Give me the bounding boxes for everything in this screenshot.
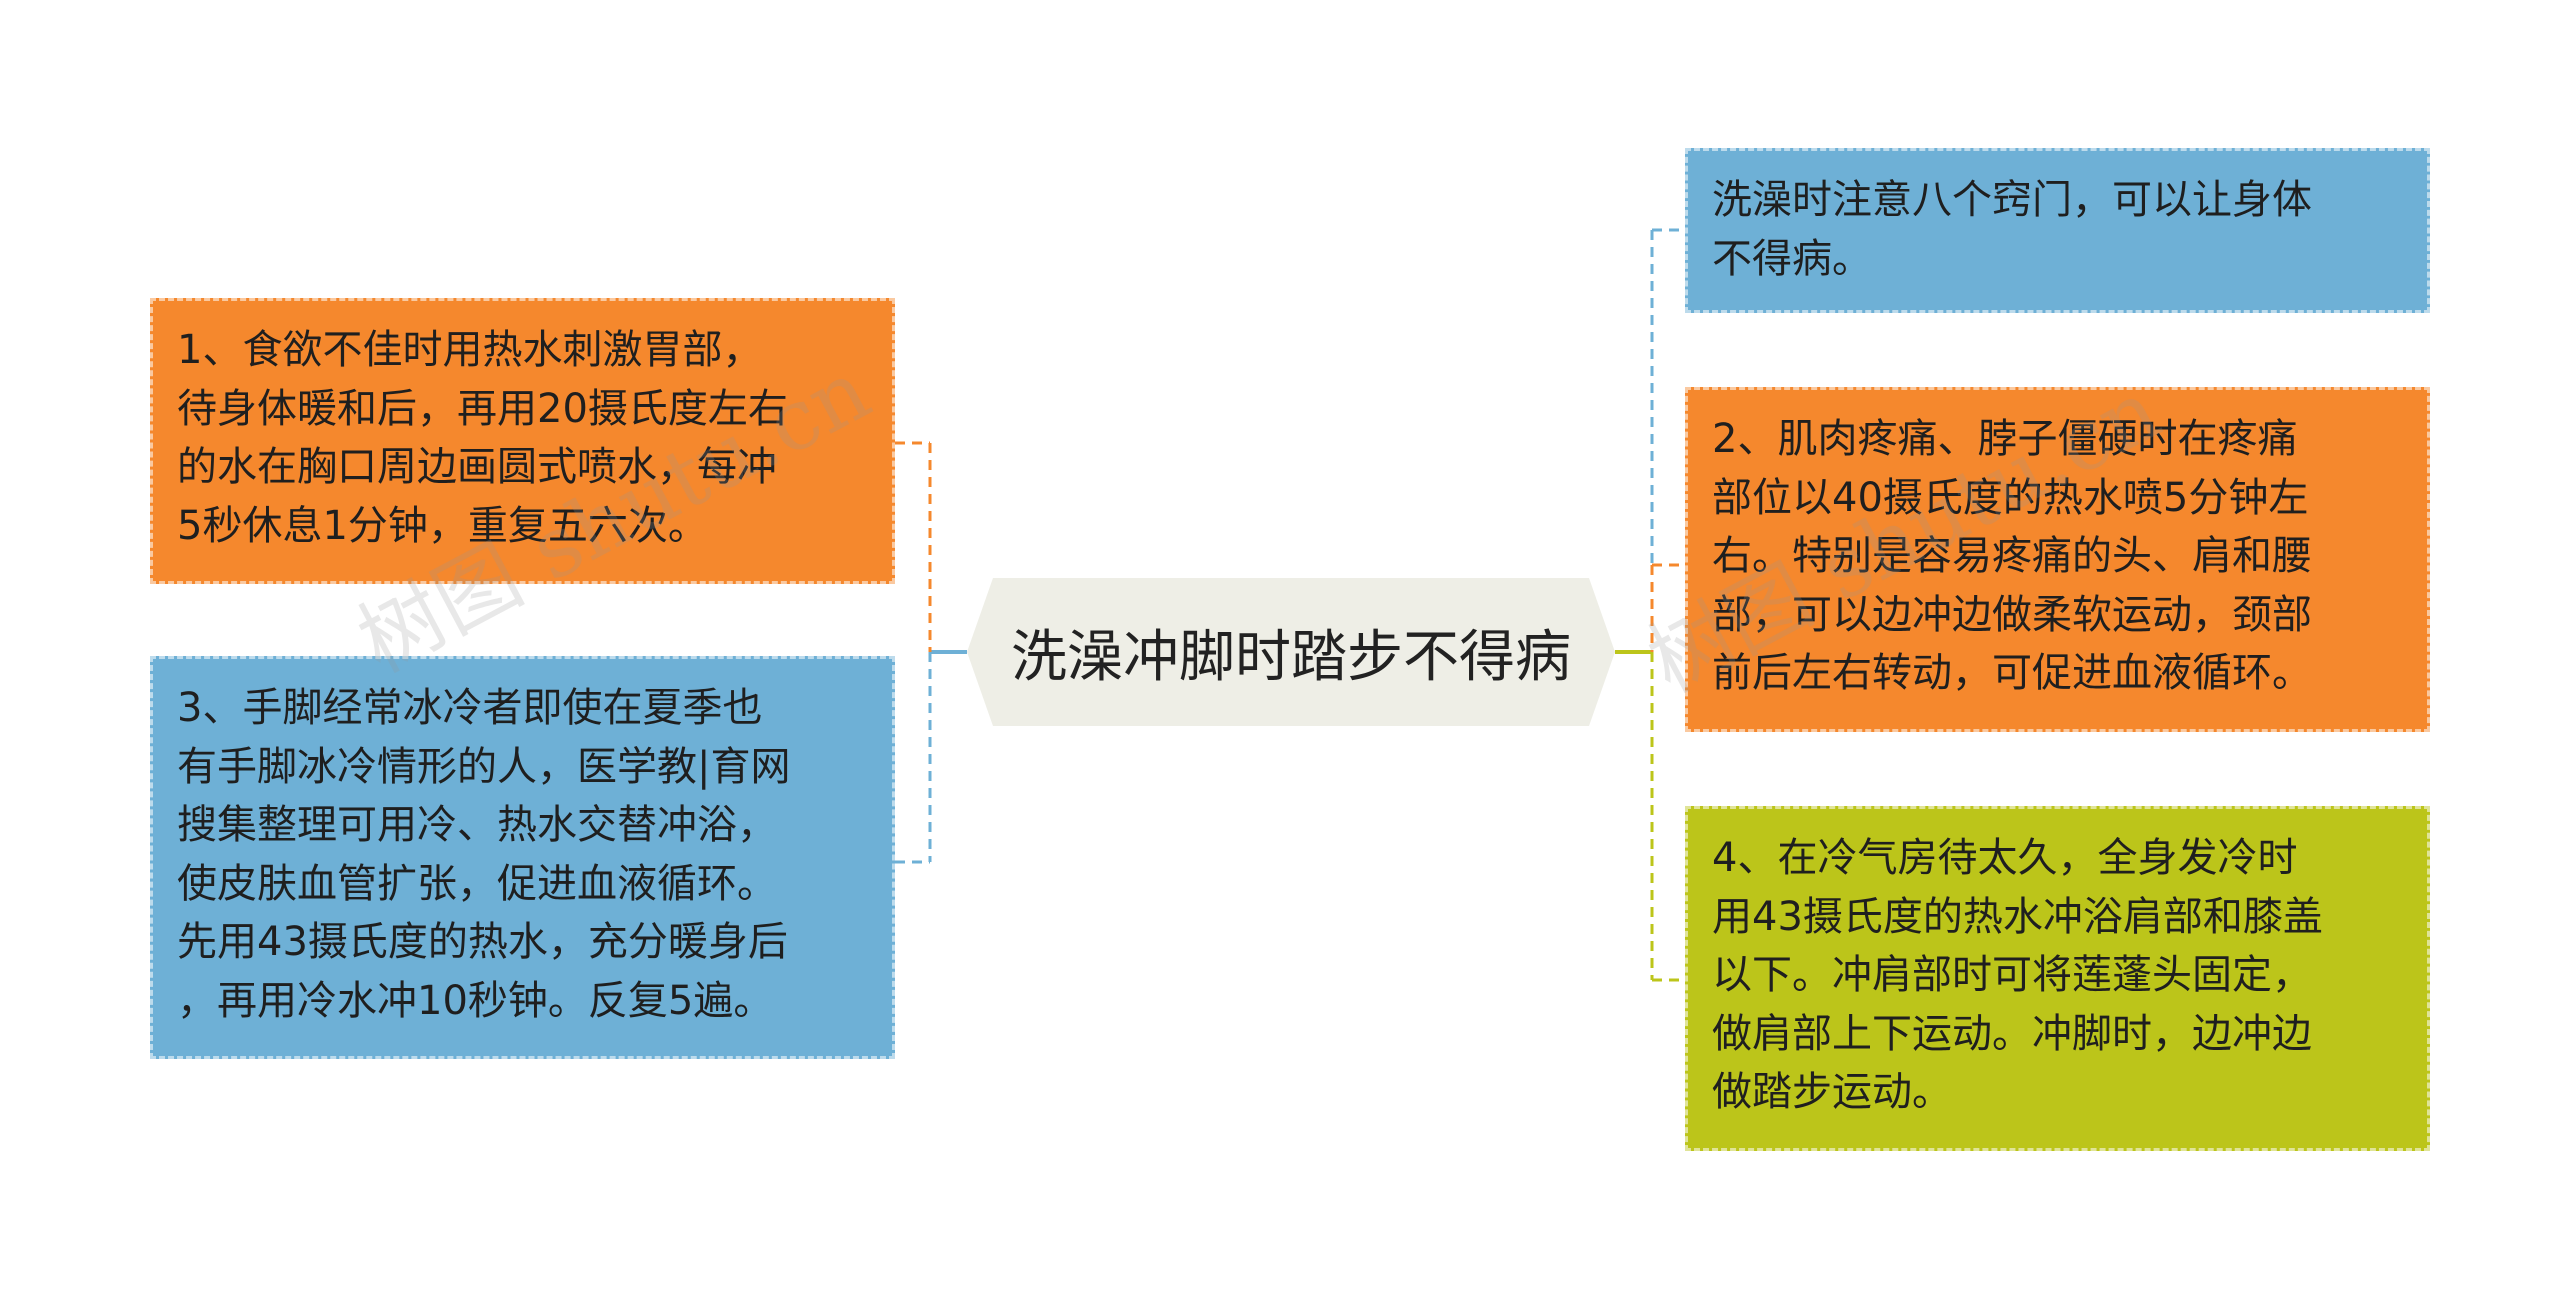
central-topic-shape (967, 578, 1615, 726)
node-text-line: 1、食欲不佳时用热水刺激胃部， (177, 327, 763, 373)
node-text-line: 右。特别是容易疼痛的头、肩和腰 (1712, 533, 2312, 579)
node-text-line: 4、在冷气房待太久，全身发冷时 (1712, 835, 2298, 881)
node-right-1[interactable]: 洗澡时注意八个窍门，可以让身体 不得病。 (1685, 148, 2430, 313)
node-text-line: 有手脚冰冷情形的人，医学教|育网 (177, 743, 791, 790)
node-text-line: 做肩部上下运动。冲脚时，边冲边 (1712, 1010, 2312, 1057)
node-text-line: 使皮肤血管扩张，促进血液循环。 (177, 860, 777, 907)
node-left-bottom[interactable]: 3、手脚经常冰冷者即使在夏季也 有手脚冰冷情形的人，医学教|育网 搜集整理可用冷… (150, 656, 895, 1059)
node-text-line: 不得病。 (1712, 235, 1872, 282)
node-text-line: 部，可以边冲边做柔软运动，颈部 (1712, 591, 2312, 638)
node-text-line: 搜集整理可用冷、热水交替冲浴， (177, 802, 777, 848)
node-right-2[interactable]: 2、肌肉疼痛、脖子僵硬时在疼痛 部位以40摄氏度的热水喷5分钟左 右。特别是容易… (1685, 387, 2430, 732)
node-text-line: 2、肌肉疼痛、脖子僵硬时在疼痛 (1712, 416, 2298, 462)
node-text-line: 以下。冲肩部时可将莲蓬头固定， (1712, 952, 2312, 998)
node-text-line: 洗澡时注意八个窍门，可以让身体 (1712, 177, 2312, 223)
node-left-top[interactable]: 1、食欲不佳时用热水刺激胃部， 待身体暖和后，再用20摄氏度左右 的水在胸口周边… (150, 298, 895, 584)
node-text-line: 的水在胸口周边画圆式喷水，每冲 (177, 444, 777, 490)
node-text-line: 5秒休息1分钟，重复五六次。 (177, 502, 708, 549)
node-text-line: ，再用冷水冲10秒钟。反复5遍。 (177, 977, 774, 1024)
node-text-line: 部位以40摄氏度的热水喷5分钟左 (1712, 474, 2309, 521)
node-text-line: 做踏步运动。 (1712, 1069, 1952, 1115)
node-text-line: 用43摄氏度的热水冲浴肩部和膝盖 (1712, 893, 2323, 940)
node-right-3[interactable]: 4、在冷气房待太久，全身发冷时 用43摄氏度的热水冲浴肩部和膝盖 以下。冲肩部时… (1685, 806, 2430, 1151)
node-text-line: 前后左右转动，可促进血液循环。 (1712, 650, 2312, 696)
central-topic[interactable]: 洗澡冲脚时踏步不得病 (967, 578, 1615, 726)
node-text-line: 先用43摄氏度的热水，充分暖身后 (177, 919, 788, 965)
node-text-line: 3、手脚经常冰冷者即使在夏季也 (177, 685, 763, 731)
central-topic-title: 洗澡冲脚时踏步不得病 (1011, 624, 1571, 690)
node-text-line: 待身体暖和后，再用20摄氏度左右 (177, 385, 788, 432)
